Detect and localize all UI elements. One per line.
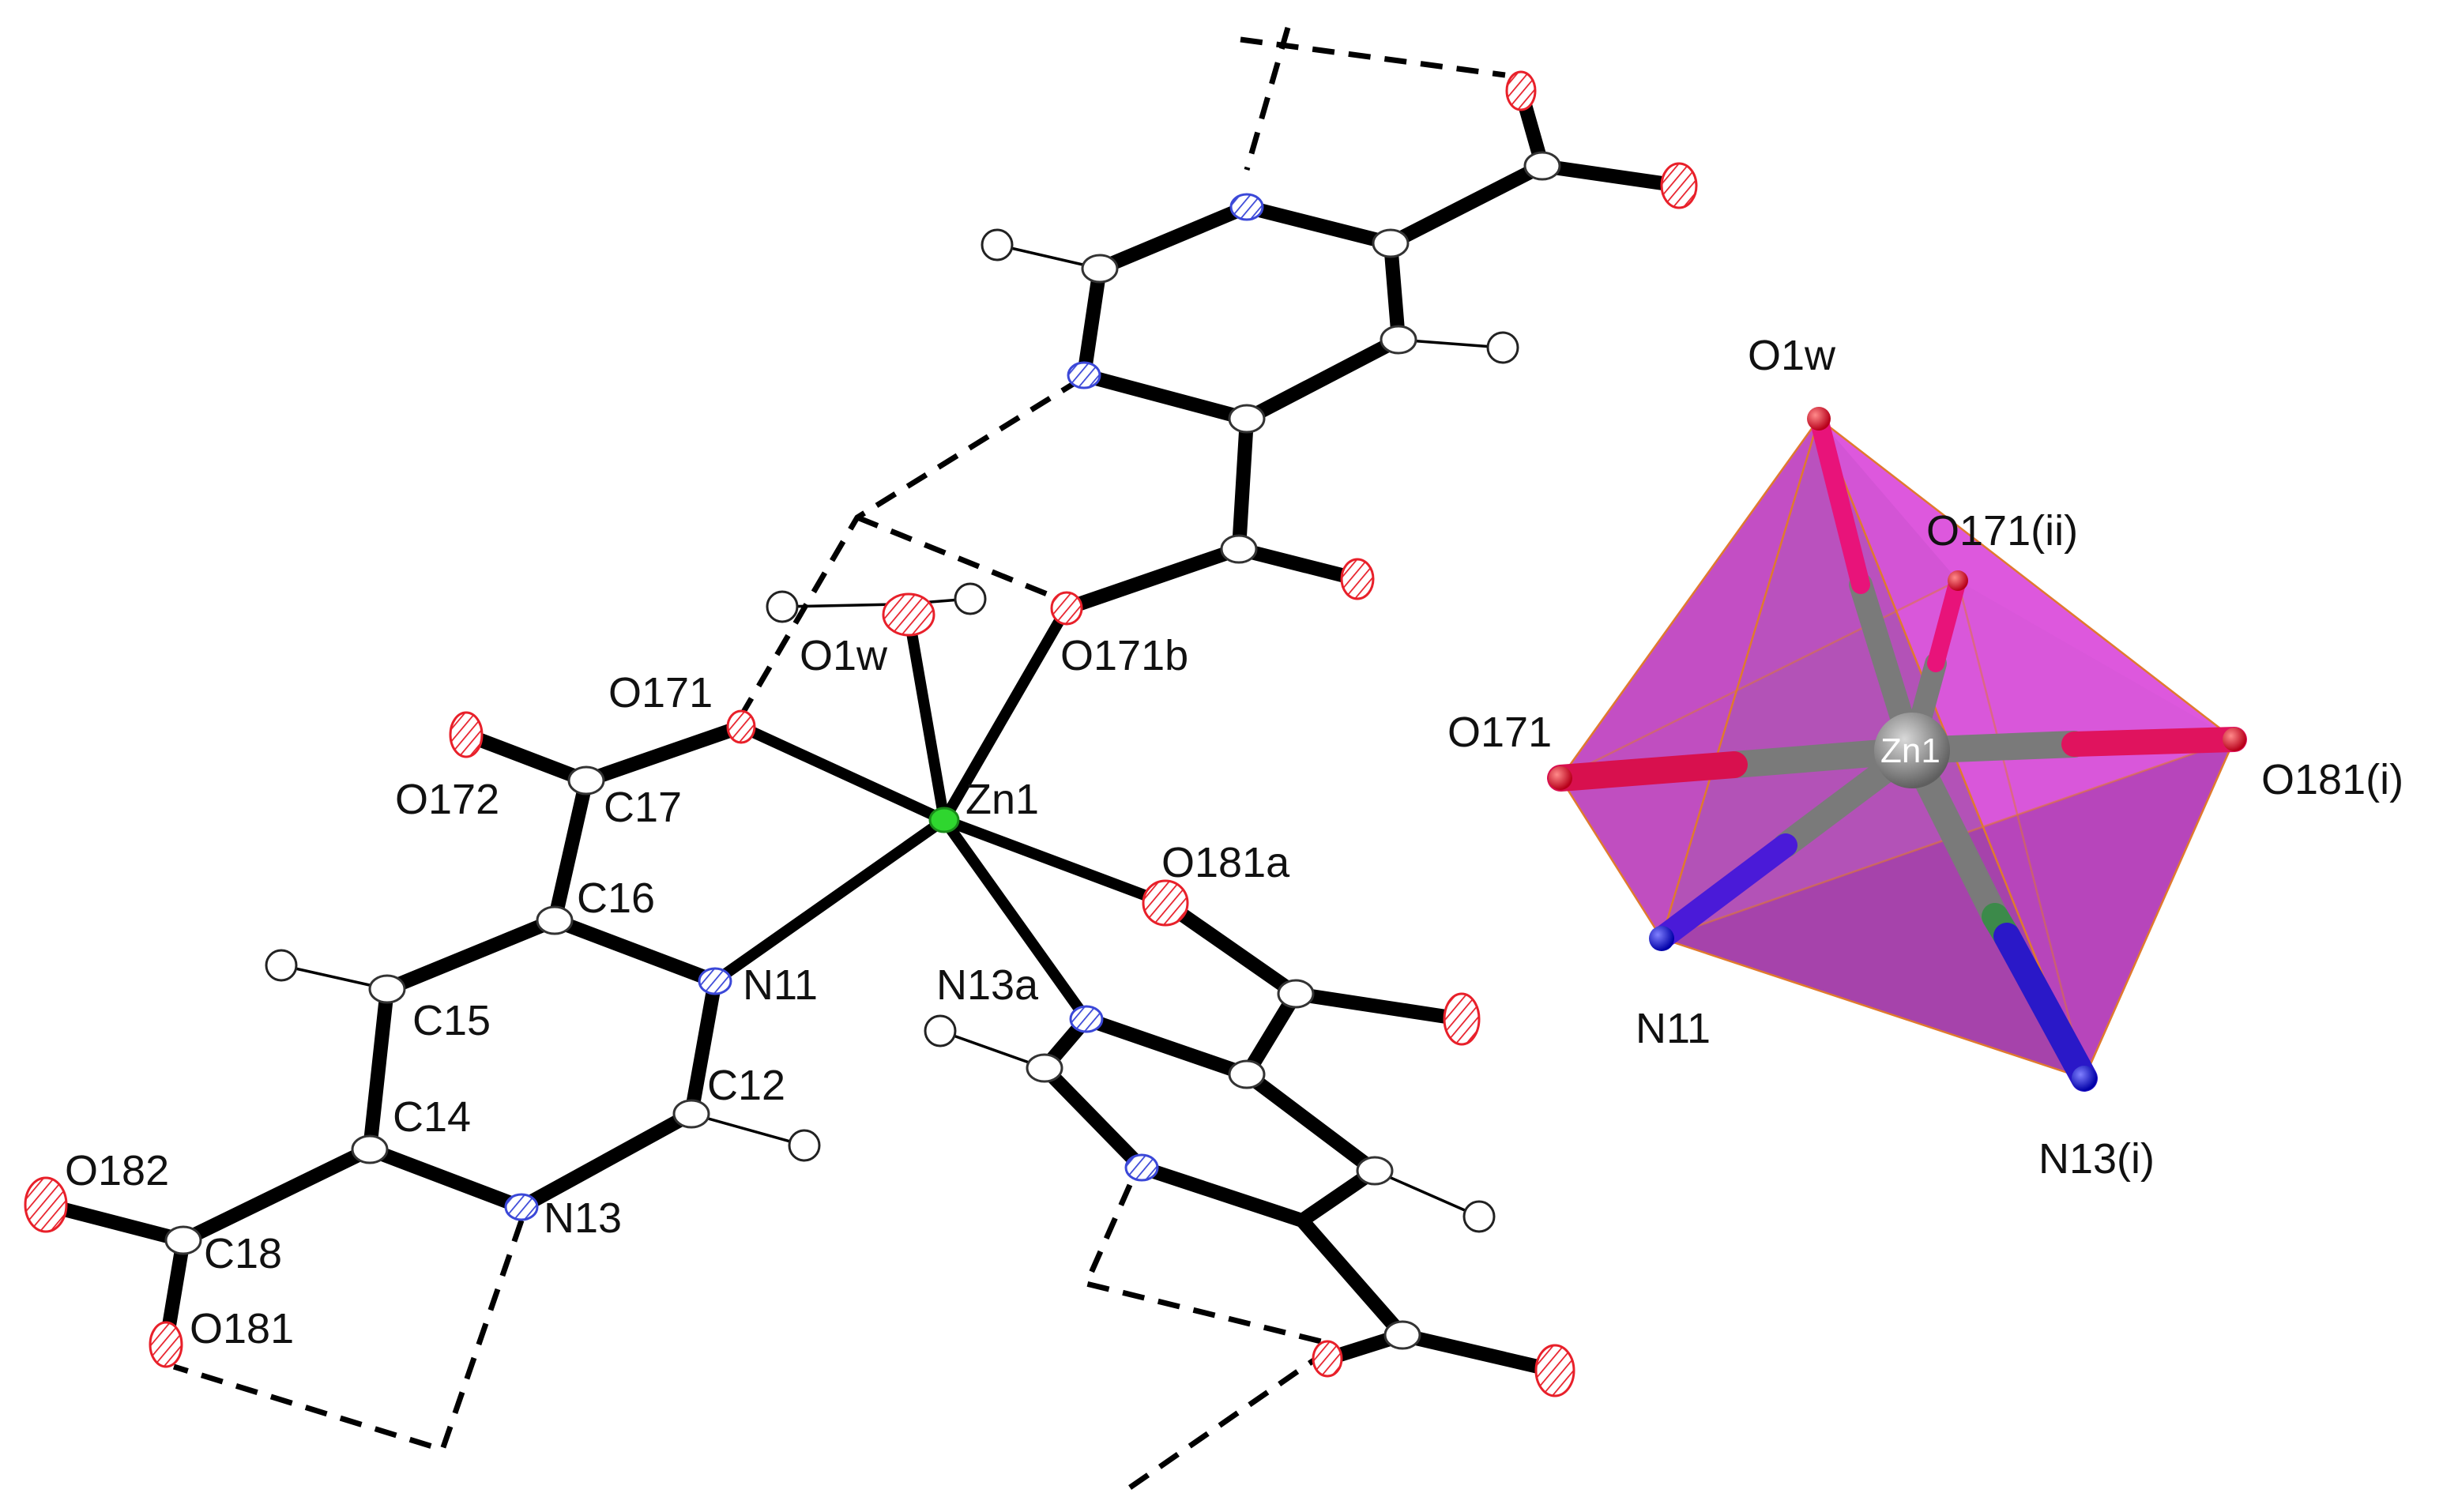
poly-label-n13-i: N13(i) [2038, 1135, 2155, 1183]
thermal-ellipsoid-icon [882, 592, 935, 637]
thermal-ellipsoid-icon [567, 765, 605, 795]
thermal-ellipsoid-icon [1277, 979, 1315, 1009]
thermal-ellipsoid-icon [726, 709, 756, 744]
label-o1w: O1w [800, 632, 888, 679]
label-n13: N13 [544, 1194, 622, 1242]
thermal-ellipsoid-icon [1050, 591, 1083, 626]
ball-icon [1807, 407, 1831, 431]
label-c15: C15 [412, 997, 491, 1044]
thermal-ellipsoid-icon [1340, 558, 1375, 600]
label-n11: N11 [743, 961, 818, 1009]
thermal-ellipsoid-icon [1026, 1053, 1063, 1083]
thermal-ellipsoid-icon [1372, 228, 1410, 258]
hydrogen-sphere-icon [788, 1129, 821, 1162]
poly-label-n11: N11 [1636, 1005, 1711, 1052]
ball-icon [1649, 926, 1674, 951]
hydrogen-sphere-icon [766, 590, 799, 623]
hydrogen-bond-lines [172, 27, 1506, 1495]
thermal-ellipsoid-icon [1443, 992, 1481, 1046]
hydrogen-sphere-icon [265, 949, 298, 982]
zinc-atom-ellipsoid [928, 807, 960, 833]
ortep-structure: O1w O171b O171 Zn1 O172 C17 O181a C16 N1… [24, 27, 1698, 1495]
thermal-ellipsoid-icon [1228, 404, 1266, 434]
thermal-ellipsoid-icon [1660, 162, 1698, 209]
thermal-ellipsoid-icon [149, 1321, 183, 1368]
label-c18: C18 [204, 1230, 282, 1277]
poly-label-o171-ii: O171(ii) [1926, 507, 2078, 555]
label-c17: C17 [604, 784, 682, 831]
thermal-ellipsoid-icon [698, 967, 732, 995]
coordination-polyhedron: Zn1 O1w O171(ii) O171 O181(i) N11 N13(i) [1447, 332, 2403, 1183]
covalent-bonds [39, 84, 1686, 1378]
thermal-ellipsoid-icon [1069, 1005, 1104, 1033]
thermal-ellipsoid-icon [504, 1193, 539, 1221]
poly-label-zn1: Zn1 [1880, 732, 1940, 770]
ball-icon [2223, 728, 2246, 751]
label-n13a: N13a [936, 961, 1039, 1009]
coordination-bonds [710, 603, 1171, 1025]
polyhedron-atom-labels: O1w O171(ii) O171 O181(i) N11 N13(i) [1447, 332, 2403, 1183]
polyhedron-bonds [1547, 409, 2247, 1092]
thermal-ellipsoid-icon [1383, 1320, 1421, 1350]
thermal-ellipsoid-icon [24, 1176, 68, 1233]
thermal-ellipsoid-icon [1505, 70, 1537, 111]
thermal-ellipsoid-icon [449, 711, 484, 758]
thermal-ellipsoid-icon [1067, 361, 1101, 389]
label-o171: O171 [608, 669, 713, 717]
thermal-ellipsoid-icon [1081, 254, 1119, 284]
thermal-ellipsoid-icon [1312, 1340, 1343, 1378]
hydrogen-sphere-icon [981, 228, 1014, 261]
label-o181a: O181a [1161, 839, 1290, 886]
thermal-ellipsoid-icon [672, 1099, 710, 1129]
label-o182: O182 [65, 1147, 169, 1194]
polyhedron-vertices [1549, 407, 2246, 1091]
poly-label-o171: O171 [1447, 709, 1552, 756]
carbon-atoms [164, 151, 1561, 1350]
c-h-bonds [280, 243, 1504, 1218]
thermal-ellipsoid-icon [1228, 1059, 1266, 1089]
label-o171b: O171b [1060, 632, 1188, 679]
ortep-atom-labels: O1w O171b O171 Zn1 O172 C17 O181a C16 N1… [65, 632, 1290, 1352]
thermal-ellipsoid-icon [164, 1225, 202, 1255]
label-o181: O181 [190, 1305, 294, 1352]
hydrogen-sphere-icon [924, 1014, 957, 1047]
thermal-ellipsoid-icon [1220, 534, 1258, 564]
thermal-ellipsoid-icon [1356, 1156, 1394, 1186]
thermal-ellipsoid-icon [1534, 1344, 1575, 1397]
label-c14: C14 [393, 1093, 471, 1141]
thermal-ellipsoid-icon [536, 905, 574, 935]
thermal-ellipsoid-icon [1142, 879, 1189, 927]
nitrogen-atoms [504, 193, 1264, 1221]
poly-label-o181-i: O181(i) [2261, 756, 2403, 803]
hydrogen-sphere-icon [954, 582, 987, 615]
oxygen-atoms [24, 70, 1698, 1397]
hydrogen-sphere-icon [1486, 331, 1519, 364]
hydrogen-atoms [265, 228, 1519, 1233]
label-zn1: Zn1 [966, 776, 1039, 823]
thermal-ellipsoid-icon [1523, 151, 1561, 181]
label-c12: C12 [707, 1062, 785, 1109]
thermal-ellipsoid-icon [1380, 325, 1417, 355]
thermal-ellipsoid-icon [1229, 193, 1264, 221]
thermal-ellipsoid-icon [351, 1134, 389, 1164]
ball-icon [1948, 570, 1968, 591]
ball-icon [2072, 1066, 2097, 1091]
label-c16: C16 [577, 874, 655, 922]
hydrogen-sphere-icon [1462, 1200, 1496, 1233]
thermal-ellipsoid-icon [368, 974, 406, 1004]
thermal-ellipsoid-icon [1124, 1153, 1159, 1182]
poly-label-o1w: O1w [1748, 332, 1836, 379]
zinc-sphere-icon [1874, 713, 1950, 788]
ball-icon [1549, 766, 1572, 790]
label-o172: O172 [395, 776, 499, 823]
